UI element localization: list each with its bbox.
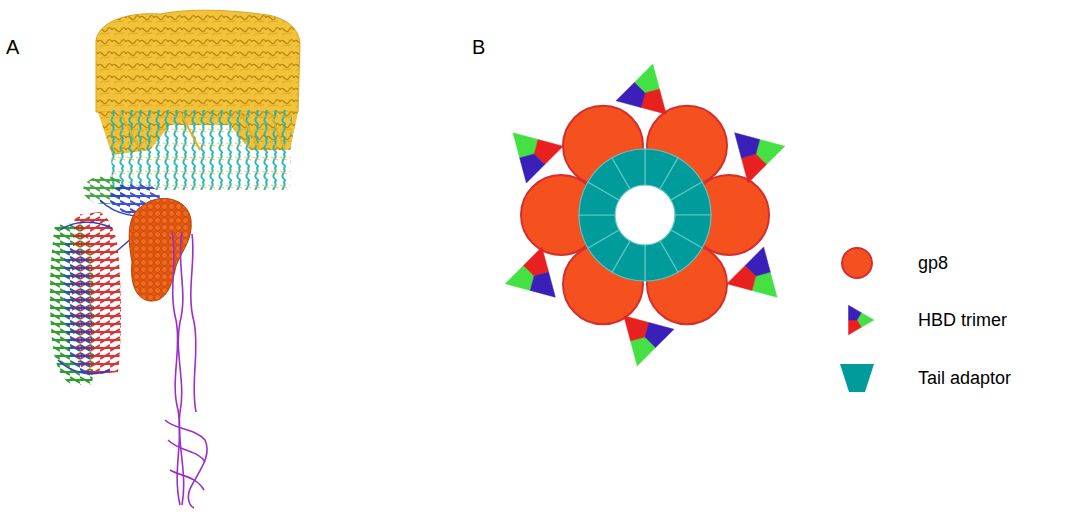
legend-swatch [842, 248, 872, 278]
tail-adaptor-segment [645, 241, 678, 281]
legend-swatch [840, 364, 874, 392]
gp8-ring [521, 106, 769, 325]
hbd-trimer [616, 64, 666, 114]
legend-trimer-symbol [849, 305, 875, 334]
trimer-subunit [530, 272, 555, 297]
panel-letter: A [6, 36, 19, 59]
trimer-subunit [745, 247, 770, 276]
trimer-subunit [616, 82, 645, 107]
legend-swatch [849, 305, 875, 334]
legend-label: gp8 [918, 253, 948, 274]
trimer-subunit [849, 305, 862, 320]
hbd-trimer [624, 316, 674, 366]
trimer-subunit [735, 133, 760, 158]
trimer-subunit [524, 247, 549, 276]
hbd-trimer [735, 133, 785, 183]
tail-adaptor-segment [671, 182, 711, 215]
legend-label: HBD trimer [918, 310, 1007, 331]
panel-letter: B [472, 36, 485, 59]
tail-adaptor-segment [579, 215, 619, 248]
hbd-trimer [727, 247, 777, 297]
tail-adaptor-ring [579, 149, 711, 281]
tail-adaptor-segment [612, 149, 645, 189]
trimer-subunit [741, 154, 766, 183]
trimer-subunit [645, 323, 674, 348]
trimer-subunit [849, 320, 862, 335]
hbd-trimer [505, 247, 555, 297]
hbd-trimer [513, 133, 563, 183]
trimer-subunit [520, 154, 545, 183]
legend-label: Tail adaptor [918, 368, 1011, 389]
